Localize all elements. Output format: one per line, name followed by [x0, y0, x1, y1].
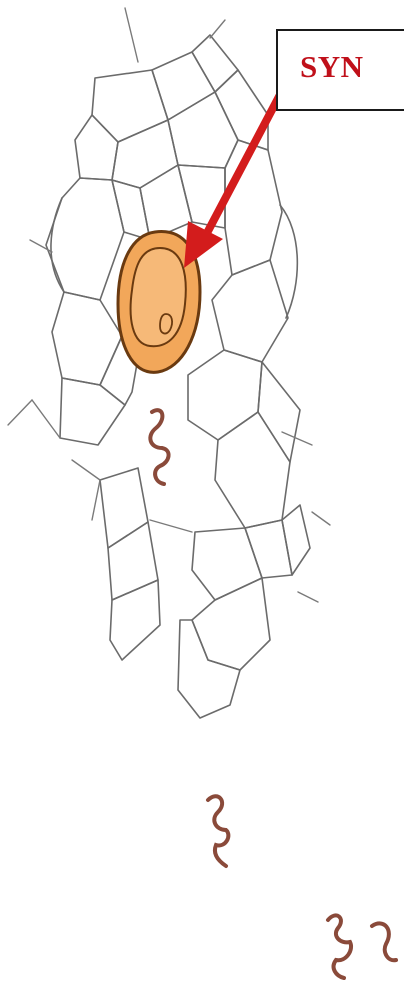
syncytium-label: SYN	[300, 49, 364, 85]
plant-cell	[225, 140, 282, 275]
plant-cell	[112, 120, 178, 188]
nematodes	[150, 410, 396, 978]
plant-cell	[75, 115, 118, 180]
plant-cell	[100, 468, 148, 548]
plant-cell	[215, 412, 290, 528]
plant-cell	[140, 165, 192, 240]
nematode	[208, 796, 228, 866]
plant-cell	[212, 260, 288, 362]
plant-cell	[282, 505, 310, 575]
plant-cell	[152, 52, 215, 120]
plant-cell-network	[46, 35, 310, 718]
pointer-arrow	[184, 89, 283, 268]
plant-cell	[258, 362, 300, 462]
plant-cell	[168, 92, 238, 168]
nematode	[328, 915, 351, 978]
plant-cell	[60, 378, 125, 445]
syncytium-label-box: SYN	[276, 29, 404, 111]
plant-cell	[108, 522, 158, 600]
syncytium-inner-boundary	[131, 248, 186, 346]
plant-cell	[178, 620, 240, 718]
plant-cell	[92, 70, 168, 142]
plant-cell	[188, 350, 262, 440]
nematode	[372, 923, 396, 960]
plant-cell	[192, 578, 270, 670]
nematode	[150, 410, 168, 484]
plant-cell	[245, 520, 292, 578]
plant-cell	[192, 528, 262, 600]
plant-cell	[110, 580, 160, 660]
plant-cell	[52, 292, 122, 385]
plant-cell	[192, 35, 238, 92]
